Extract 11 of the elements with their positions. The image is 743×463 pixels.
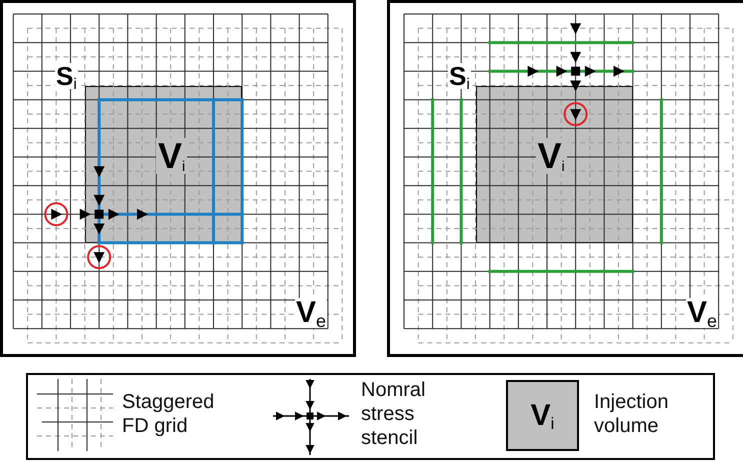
legend-label: Staggered FD grid bbox=[122, 390, 216, 438]
legend-label: Nomral stress stencil bbox=[361, 378, 426, 450]
symbol-label: V$_{e}$ bbox=[294, 298, 327, 328]
symbol-label: V$_{i}$ bbox=[530, 400, 554, 430]
symbol-label: S$_{i}$ bbox=[448, 63, 471, 89]
legend-label: Injection volume bbox=[594, 390, 670, 438]
symbol-label: V$_{i}$ bbox=[536, 138, 567, 174]
symbol-label: S$_{i}$ bbox=[55, 63, 78, 89]
injection-volume-swatch bbox=[506, 380, 579, 451]
symbol-label: V$_{e}$ bbox=[686, 298, 718, 328]
symbol-label: V$_{i}$ bbox=[156, 138, 188, 174]
